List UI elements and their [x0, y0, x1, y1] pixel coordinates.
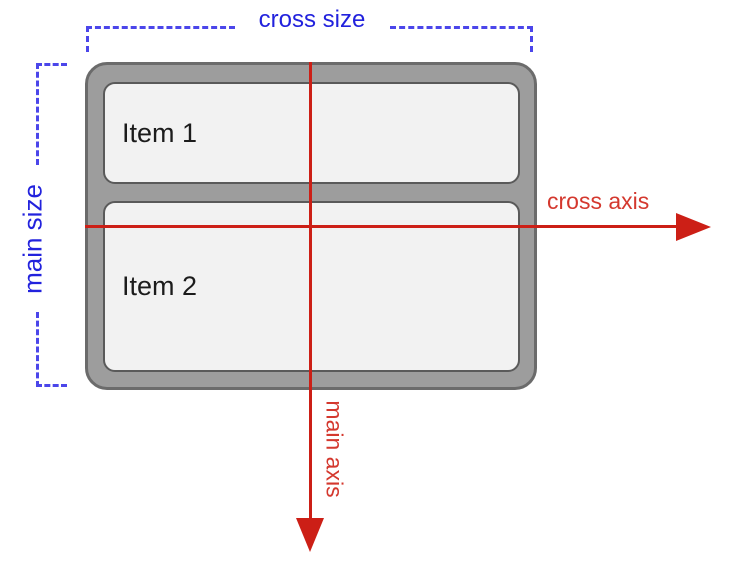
main-size-bracket-top-tick — [36, 63, 67, 66]
cross-axis-label: cross axis — [547, 188, 650, 214]
flex-item-2-label: Item 2 — [122, 271, 198, 301]
cross-size-bracket-left-dash — [86, 26, 235, 29]
main-size-bracket-top-dash — [36, 63, 39, 165]
cross-size-bracket-left-tick — [86, 26, 89, 52]
main-axis-line — [309, 62, 312, 518]
main-size-bracket-bottom-tick — [36, 384, 67, 387]
main-size-bracket-bottom-dash — [36, 312, 39, 387]
main-axis-label: main axis — [321, 400, 348, 498]
cross-size-bracket-right-tick — [530, 26, 533, 52]
flex-item-1-label: Item 1 — [122, 117, 198, 148]
cross-axis-line — [85, 225, 676, 228]
cross-axis-arrowhead-icon — [676, 213, 711, 241]
main-size-label: main size — [17, 184, 48, 294]
cross-size-label: cross size — [258, 6, 366, 33]
cross-size-bracket-right-dash — [390, 26, 533, 29]
main-axis-arrowhead-icon — [296, 518, 324, 552]
